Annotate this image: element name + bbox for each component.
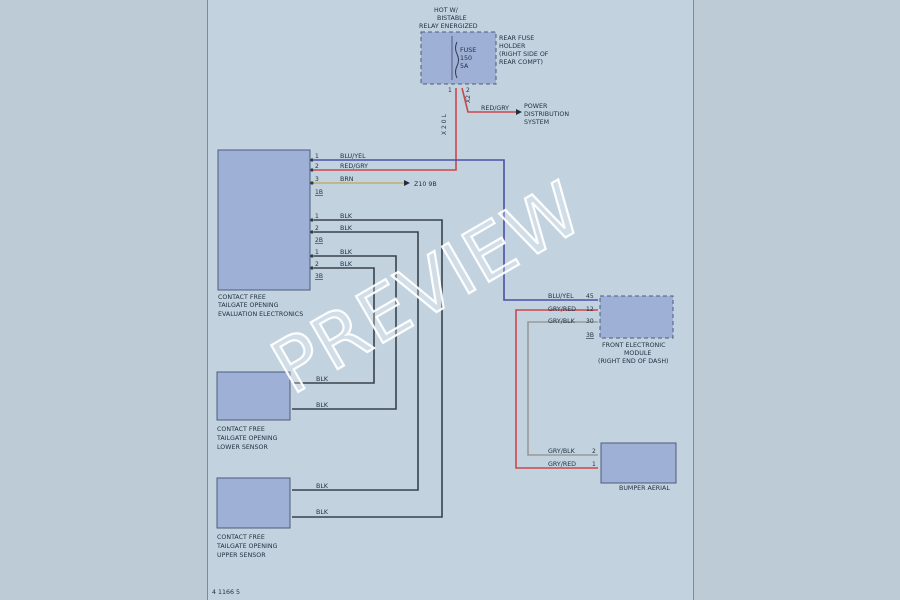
bumper-label: BUMPER AERIAL [619,485,670,492]
arrow-power-icon [516,109,522,115]
eval-wire-2: RED/GRY [340,163,368,170]
front-wire-2: GRY/RED [548,306,576,313]
wire-blk-lower-2 [292,267,375,384]
lower-sensor [216,371,291,421]
pin-dot [310,158,314,162]
eval-connector-3: 3B [315,273,323,280]
figure-id: 4 1166 5 [212,589,240,596]
eval-label-1: CONTACT FREE [218,294,266,301]
fuse-holder-label-2: HOLDER [499,43,526,50]
relay-label-3: RELAY ENERGIZED [419,23,478,30]
eval-label-3: EVALUATION ELECTRONICS [218,311,303,318]
fuse-connector-left: X 2 0 L [441,114,448,135]
eval-pin-6: 1 [315,249,319,256]
eval-wire-5: BLK [340,225,353,232]
eval-wire-1: BLU/YEL [340,153,366,160]
fuse-holder-label-3: (RIGHT SIDE OF [499,51,549,58]
pin-dot [310,181,314,185]
eval-wire-6: BLK [340,249,353,256]
front-pin-2: 12 [586,306,594,313]
fuse-label-3: 5A [460,63,469,70]
pin-dot [310,266,314,270]
pin-dot [310,254,314,258]
wire-blk-upper-1 [292,219,443,518]
eval-pin-3: 3 [315,176,319,183]
eval-pin-4: 1 [315,213,319,220]
eval-label-2: TAILGATE OPENING [217,302,279,309]
lower-wire-1: BLK [316,376,329,383]
eval-pin-2: 2 [315,163,319,170]
pin-dot [310,230,314,234]
front-connector: 3B [586,332,594,339]
front-wire-1: BLU/YEL [548,293,574,300]
fuse-pin-1: 1 [448,87,452,94]
front-label-2: MODULE [624,350,651,357]
relay-label-1: HOT W/ [434,7,459,14]
upper-wire-1: BLK [316,483,329,490]
fuse-pin-2: 2 [466,87,470,94]
bumper-pin-2: 1 [592,461,596,468]
power-label-1: POWER [524,103,548,110]
lower-label-1: CONTACT FREE [217,426,265,433]
wire-blk-upper-2 [292,231,419,491]
power-wire-color: RED/GRY [481,105,509,112]
front-label-1: FRONT ELECTRONIC [602,342,666,349]
fuse-holder-label-1: REAR FUSE [499,35,534,42]
wire-blk-lower-1 [292,255,397,410]
lower-wire-2: BLK [316,402,329,409]
bumper-pin-1: 2 [592,448,596,455]
lower-label-3: LOWER SENSOR [217,444,268,451]
upper-label-2: TAILGATE OPENING [216,543,278,550]
fuse-symbol-icon [455,41,459,79]
ground-arrow-icon [404,180,410,186]
fuse-label-2: 150 [460,55,472,62]
relay-label-2: BISTABLE [437,15,467,22]
bumper-wire-2: GRY/RED [548,461,576,468]
evaluation-electronics-module [217,149,311,291]
eval-pin-5: 2 [315,225,319,232]
pin-dot [310,168,314,172]
eval-connector-1: 1B [315,189,323,196]
front-pin-3: 30 [586,318,594,325]
upper-sensor [216,477,291,529]
eval-wire-4: BLK [340,213,353,220]
power-label-2: DISTRIBUTION [524,111,569,118]
power-label-3: SYSTEM [524,119,549,126]
wire-gry-red [515,309,598,469]
pin-dot [310,218,314,222]
bumper-aerial [600,442,677,484]
front-wire-3: GRY/BLK [548,318,576,325]
front-pin-1: 45 [586,293,594,300]
upper-wire-2: BLK [316,509,329,516]
eval-pin-7: 2 [315,261,319,268]
wire-gry-blk [527,321,598,456]
upper-label-3: UPPER SENSOR [217,552,266,559]
eval-wire-7: BLK [340,261,353,268]
eval-wire-3: BRN [340,176,354,183]
front-label-3: (RIGHT END OF DASH) [598,358,669,365]
eval-pin-1: 1 [315,153,319,160]
fuse-label-1: FUSE [460,47,476,54]
front-electronic-module [599,295,674,339]
wire-red-gry-power [461,87,516,113]
lower-label-2: TAILGATE OPENING [216,435,278,442]
bumper-wire-1: GRY/BLK [548,448,576,455]
fuse-connector-right: X2 [465,95,472,103]
upper-label-1: CONTACT FREE [217,534,265,541]
wire-red-gry-eval [314,88,457,171]
ground-label: Z10 9B [414,181,437,188]
fuse-holder-label-4: REAR COMPT) [499,59,543,66]
wire-blu-yel [314,159,598,301]
eval-connector-2: 2B [315,237,323,244]
